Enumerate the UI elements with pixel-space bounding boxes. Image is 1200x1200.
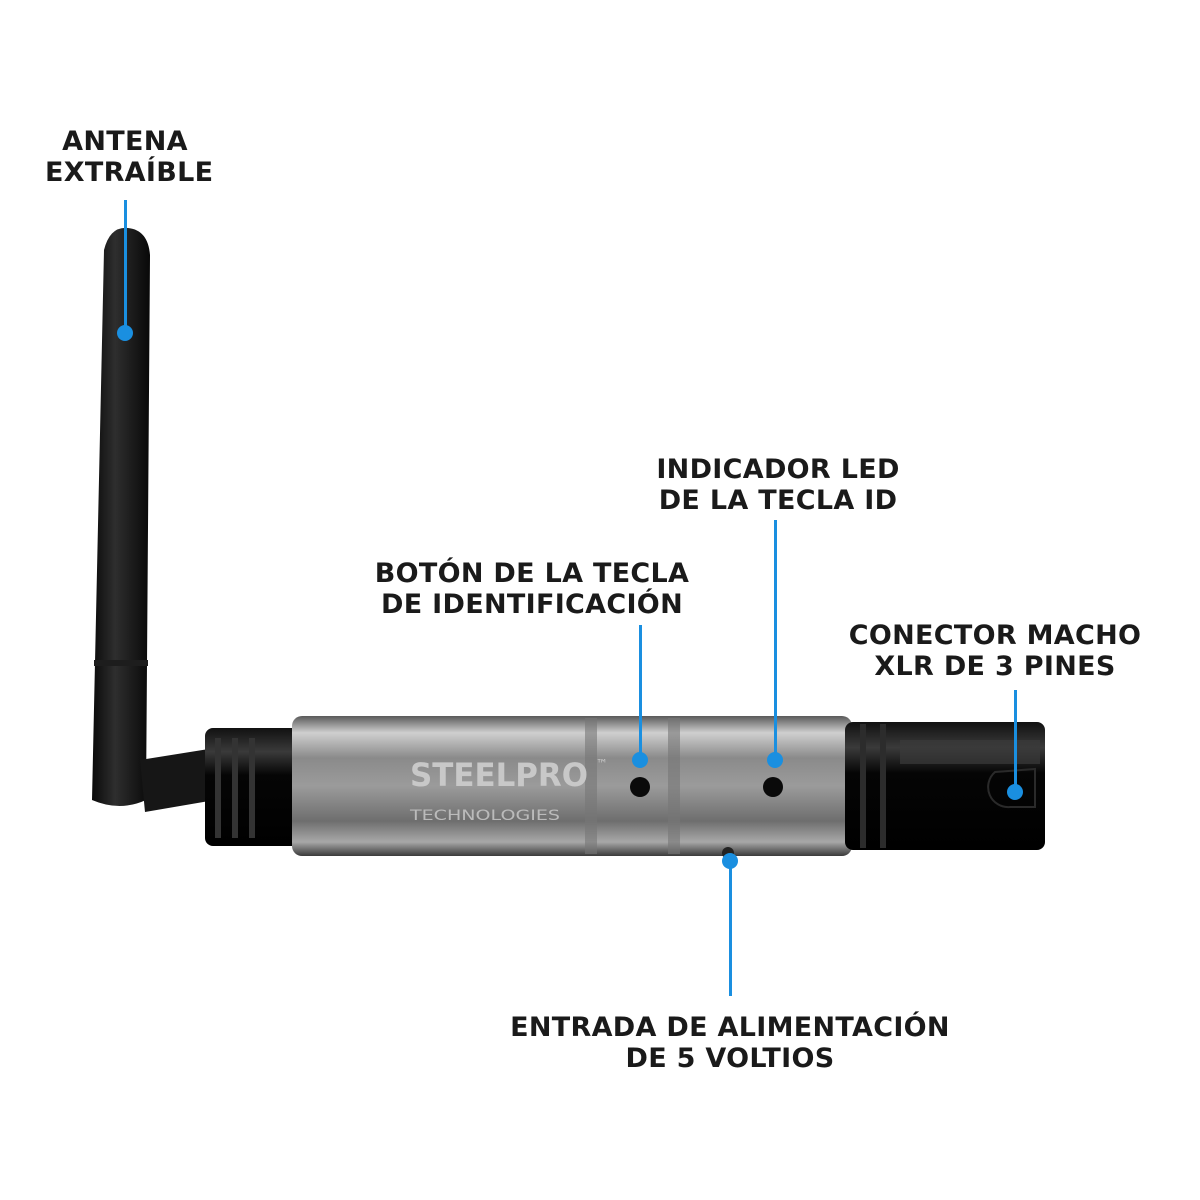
callout-power-label: ENTRADA DE ALIMENTACIÓN DE 5 VOLTIOS [500, 1012, 960, 1074]
callout-power-dot [722, 853, 738, 869]
callout-led-dot [767, 752, 783, 768]
brand-trademark: ™ [596, 757, 608, 771]
callout-xlr-label: CONECTOR MACHO XLR DE 3 PINES [835, 620, 1155, 682]
callout-antenna-label: ANTENA EXTRAÍBLE [45, 126, 214, 188]
callout-antenna-line [124, 200, 127, 333]
callout-id-button-line [639, 625, 642, 760]
callout-xlr-dot [1007, 784, 1023, 800]
label-line: EXTRAÍBLE [45, 157, 214, 188]
label-line: CONECTOR MACHO [848, 620, 1142, 651]
callout-power-line [729, 860, 732, 996]
label-line: XLR DE 3 PINES [874, 651, 1116, 682]
antenna [92, 227, 215, 812]
connector-nut [205, 728, 300, 846]
label-line: DE 5 VOLTIOS [625, 1043, 835, 1074]
callout-xlr-line [1014, 690, 1017, 790]
label-line: ANTENA [62, 126, 188, 157]
label-line: BOTÓN DE LA TECLA [374, 558, 690, 589]
label-line: ENTRADA DE ALIMENTACIÓN [510, 1012, 950, 1043]
brand-sub: TECHNOLOGIES [409, 808, 560, 824]
label-line: DE LA TECLA ID [658, 485, 898, 516]
label-line: DE IDENTIFICACIÓN [381, 589, 683, 620]
silver-body [292, 716, 852, 859]
callout-led-line [774, 520, 777, 760]
id-button-hole [630, 777, 650, 797]
callout-antenna-dot [117, 325, 133, 341]
callout-id-button-dot [632, 752, 648, 768]
brand-logo: STEELPRO [410, 756, 588, 794]
callout-id-button-label: BOTÓN DE LA TECLA DE IDENTIFICACIÓN [372, 558, 692, 620]
led-hole [763, 777, 783, 797]
label-line: INDICADOR LED [656, 454, 900, 485]
callout-led-label: INDICADOR LED DE LA TECLA ID [648, 454, 908, 516]
